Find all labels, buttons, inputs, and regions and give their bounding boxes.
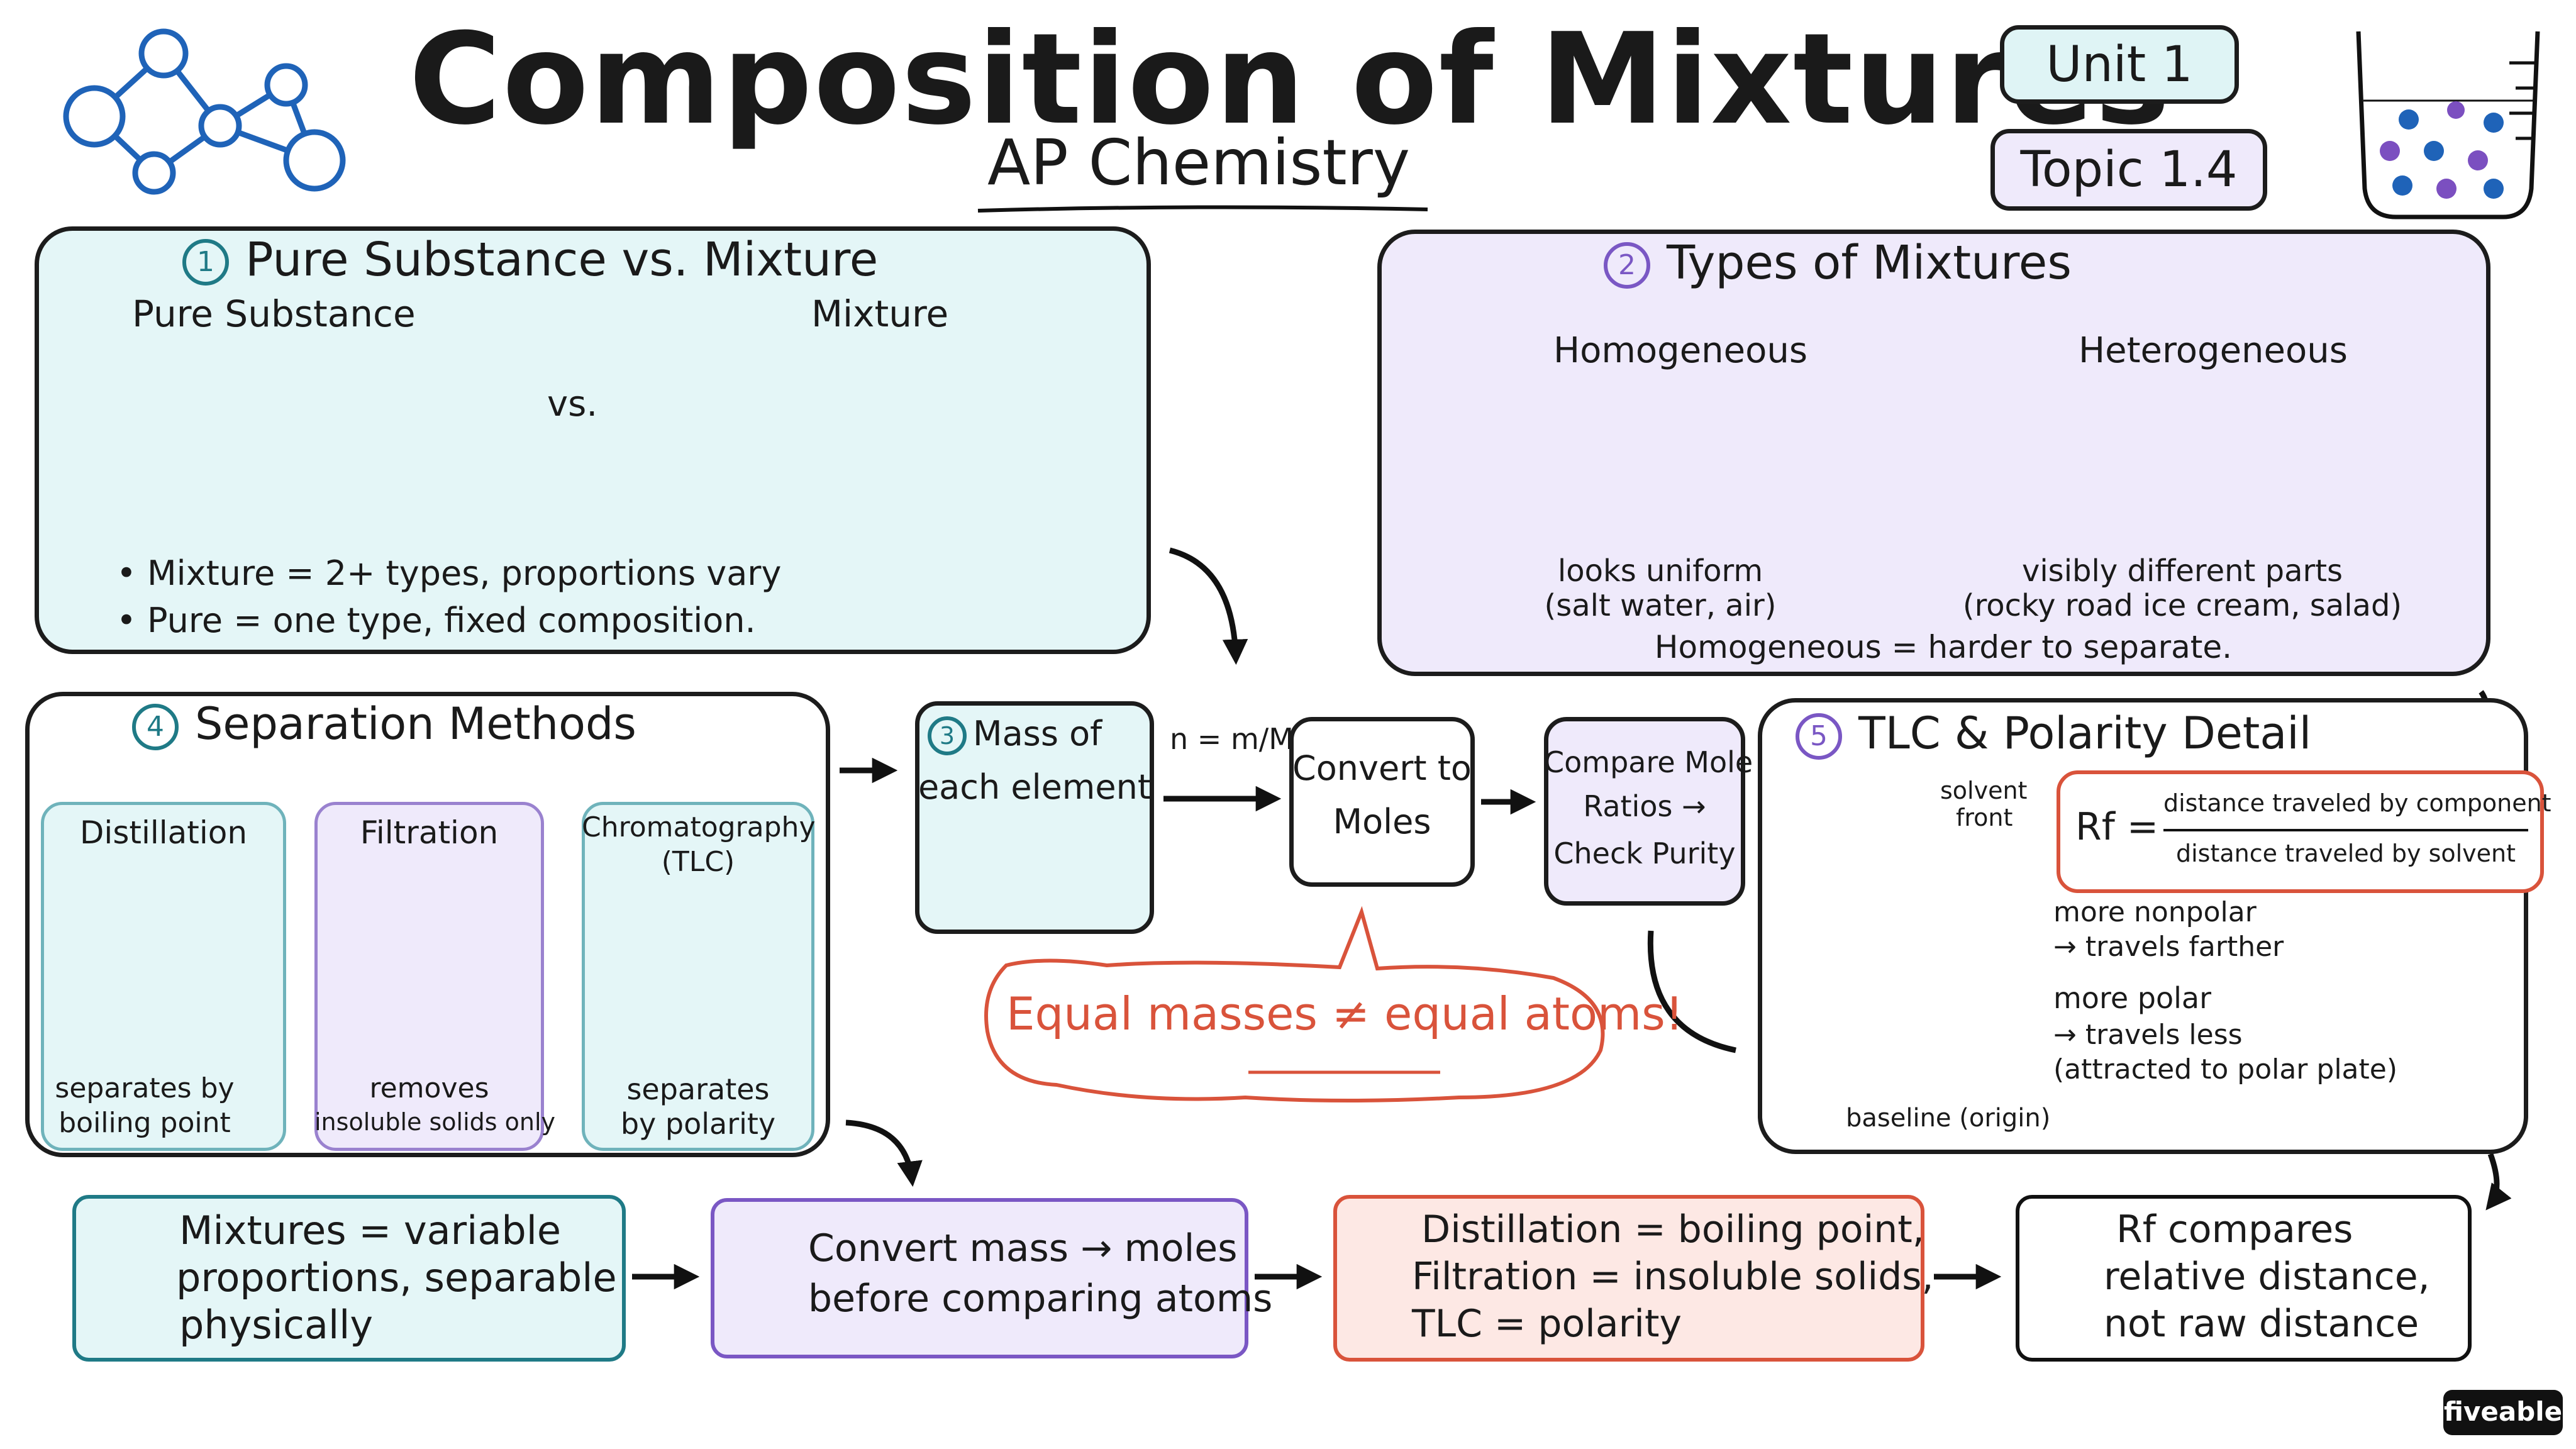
callout-bubble xyxy=(984,906,1605,1102)
heterogeneous-desc-1: visibly different parts xyxy=(2021,553,2343,589)
distillation-label: Distillation xyxy=(79,814,248,851)
convert-line2: Moles xyxy=(1333,802,1431,841)
unit-badge: Unit 1 xyxy=(2000,25,2239,104)
section3-number: 3 xyxy=(928,716,967,756)
summary1-line2: proportions, separable xyxy=(176,1255,617,1301)
section1-bullet-1: • Mixture = 2+ types, proportions vary xyxy=(116,553,782,593)
chromatography-desc-1: separates xyxy=(626,1072,770,1106)
flow-arrows xyxy=(632,547,2512,1290)
polar-label-3: (attracted to polar plate) xyxy=(2053,1053,2397,1085)
summary3-line1: Distillation = boiling point, xyxy=(1421,1208,1924,1252)
section2-title: 2 Types of Mixtures xyxy=(1604,236,2072,290)
summary-card-methods xyxy=(1333,1195,1924,1362)
solvent-front-label-1: solvent xyxy=(1940,777,2028,804)
solvent-front-label-2: front xyxy=(1956,804,2013,831)
section1-bullet-2: • Pure = one type, fixed composition. xyxy=(116,601,756,640)
filtration-desc-2: insoluble solids only xyxy=(314,1108,556,1136)
polar-label-1: more polar xyxy=(2053,981,2212,1015)
convert-line1: Convert to xyxy=(1292,748,1472,788)
rf-numerator: distance traveled by component xyxy=(2163,789,2551,817)
nonpolar-label-2: → travels farther xyxy=(2053,931,2284,963)
summary4-line1: Rf compares xyxy=(2116,1208,2353,1252)
baseline-label: baseline (origin) xyxy=(1846,1104,2051,1133)
homogeneous-desc-1: looks uniform xyxy=(1557,553,1763,589)
nonpolar-label-1: more nonpolar xyxy=(2053,896,2257,928)
distillation-desc-2: boiling point xyxy=(58,1107,231,1139)
page-title: Composition of Mixtures xyxy=(409,6,2172,153)
heterogeneous-desc-2: (rocky road ice cream, salad) xyxy=(1962,588,2402,623)
summary-card-mixtures xyxy=(72,1195,626,1362)
rf-denominator: distance traveled by solvent xyxy=(2175,840,2516,867)
section4-title: 4 Separation Methods xyxy=(132,698,636,750)
unit-badge-label: Unit 1 xyxy=(2046,36,2193,93)
summary4-line2: relative distance, xyxy=(2104,1255,2430,1299)
beaker-icon xyxy=(2356,31,2540,219)
brand-logo-text: fiveable xyxy=(2443,1396,2563,1427)
brand-logo: fiveable xyxy=(2443,1390,2563,1435)
molecule-logo-icon xyxy=(63,28,346,195)
section5-number: 5 xyxy=(1796,713,1842,760)
summary-card-convert xyxy=(711,1198,1248,1358)
callout-text: Equal masses ≠ equal atoms! xyxy=(1006,987,1684,1040)
section5-title-text: TLC & Polarity Detail xyxy=(1858,708,2312,759)
summary3-line2: Filtration = insoluble solids, xyxy=(1412,1255,1934,1299)
polar-label-2: → travels less xyxy=(2053,1019,2243,1051)
homogeneous-desc-2: (salt water, air) xyxy=(1544,588,1777,623)
compare-line2: Ratios → xyxy=(1583,789,1706,823)
distillation-desc-1: separates by xyxy=(55,1072,235,1104)
topic-badge-label: Topic 1.4 xyxy=(2020,142,2238,198)
distillation-card xyxy=(41,802,286,1151)
chromatography-card xyxy=(582,802,814,1151)
section1-title-text: Pure Substance vs. Mixture xyxy=(245,233,879,287)
section1-title: 1 Pure Substance vs. Mixture xyxy=(182,233,878,287)
topic-badge: Topic 1.4 xyxy=(1990,129,2267,211)
section1-number: 1 xyxy=(182,239,229,286)
homogeneous-label: Homogeneous xyxy=(1553,330,1808,371)
summary3-line3: TLC = polarity xyxy=(1412,1302,1682,1346)
section2-footer: Homogeneous = harder to separate. xyxy=(1654,629,2233,665)
mixture-label: Mixture xyxy=(811,292,949,335)
summary-card-rf xyxy=(2016,1195,2472,1362)
vs-label: vs. xyxy=(547,384,598,425)
pure-substance-label: Pure Substance xyxy=(132,292,416,335)
heterogeneous-label: Heterogeneous xyxy=(2079,330,2348,371)
formula-label: n = m/M xyxy=(1170,722,1294,756)
section-pure-vs-mixture xyxy=(35,226,1151,654)
filtration-desc-1: removes xyxy=(369,1072,489,1104)
summary2-line1: Convert mass → moles xyxy=(808,1226,1238,1270)
section4-number: 4 xyxy=(132,703,179,750)
compare-line1: Compare Mole xyxy=(1544,745,1753,779)
filtration-label: Filtration xyxy=(360,814,499,851)
section3-title-line1: Mass of xyxy=(973,714,1102,753)
section-types-of-mixtures xyxy=(1377,230,2490,676)
summary2-line2: before comparing atoms xyxy=(808,1277,1273,1321)
section2-number: 2 xyxy=(1604,242,1650,289)
filtration-card xyxy=(314,802,544,1151)
summary1-line1: Mixtures = variable xyxy=(179,1208,562,1253)
section2-title-text: Types of Mixtures xyxy=(1667,236,2072,290)
section5-title: 5 TLC & Polarity Detail xyxy=(1796,708,2311,760)
compare-mole-ratios-box xyxy=(1544,717,1745,906)
chromatography-label: Chromatography xyxy=(582,811,816,843)
chromatography-label-2: (TLC) xyxy=(661,846,735,878)
summary1-line3: physically xyxy=(179,1302,374,1348)
section3-title-line2: each element xyxy=(918,767,1152,807)
chromatography-desc-2: by polarity xyxy=(620,1107,776,1141)
compare-line3: Check Purity xyxy=(1553,836,1736,870)
page-subtitle: AP Chemistry xyxy=(987,126,1411,199)
rf-formula-box xyxy=(2057,770,2544,893)
rf-fraction-bar xyxy=(2163,829,2528,831)
section4-title-text: Separation Methods xyxy=(195,698,636,750)
summary4-line3: not raw distance xyxy=(2104,1302,2419,1346)
convert-to-moles-box xyxy=(1289,717,1475,887)
mass-of-element-box xyxy=(915,701,1154,934)
rf-symbol: Rf = xyxy=(2075,805,2159,849)
